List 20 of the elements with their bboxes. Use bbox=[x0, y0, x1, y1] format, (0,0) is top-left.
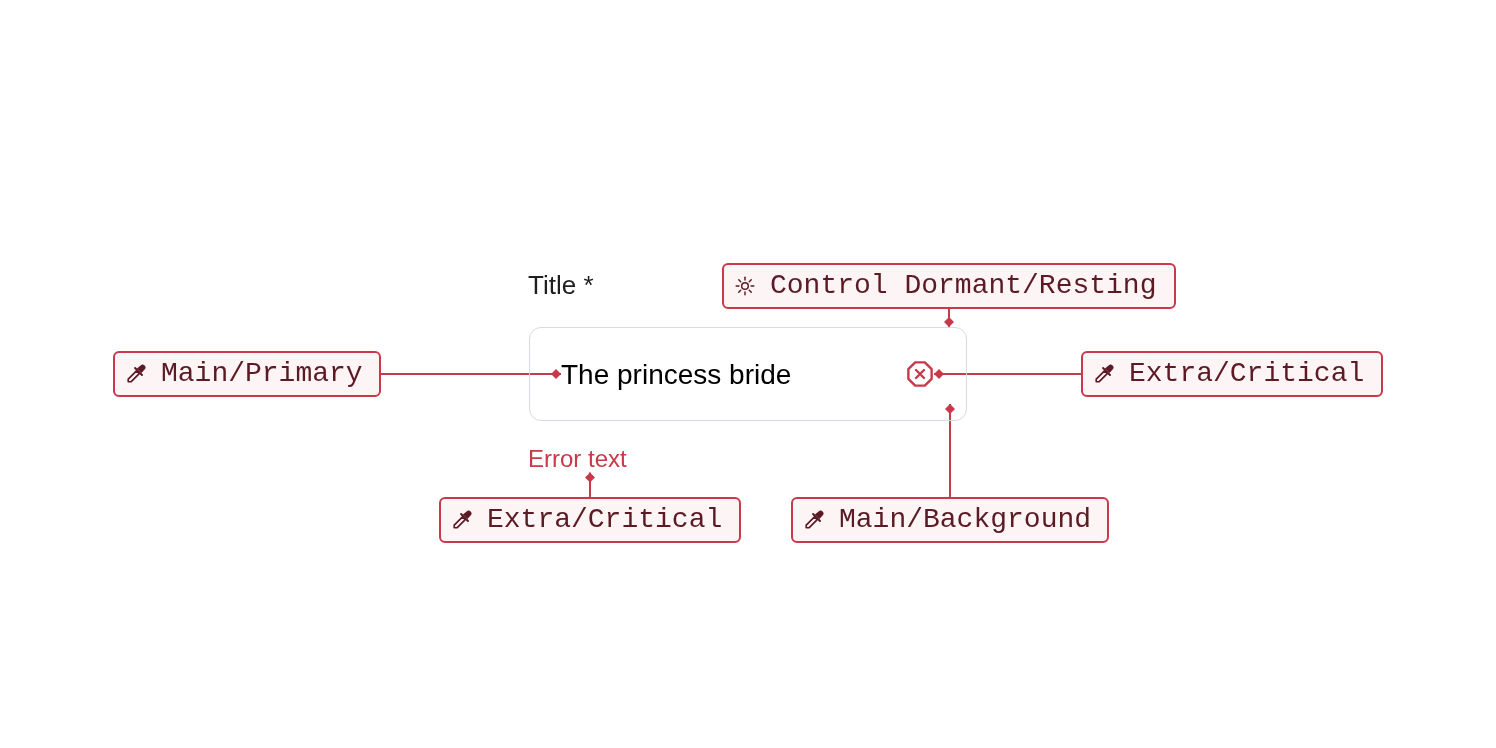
leader-line bbox=[380, 369, 562, 379]
annotation-tag bbox=[439, 497, 741, 543]
token-name: Main/Primary bbox=[161, 357, 363, 391]
error-text: Error text bbox=[528, 446, 627, 473]
field-label: Title * bbox=[528, 271, 594, 301]
annotation-tag bbox=[722, 263, 1176, 309]
annotation-tag bbox=[791, 497, 1109, 543]
token-name: Main/Background bbox=[839, 503, 1092, 537]
token-name: Extra/Critical bbox=[487, 503, 723, 537]
input-value: The princess bride bbox=[561, 358, 792, 392]
token-name: Control Dormant/Resting bbox=[770, 269, 1157, 303]
leader-line bbox=[944, 308, 954, 328]
leader-line bbox=[933, 369, 1082, 379]
token-name: Extra/Critical bbox=[1129, 357, 1365, 391]
x-octagon-icon bbox=[906, 360, 934, 388]
annotation-tag bbox=[1081, 351, 1383, 397]
input-field bbox=[529, 327, 967, 421]
leader-line bbox=[585, 471, 595, 498]
annotation-tag bbox=[113, 351, 381, 397]
leader-line bbox=[945, 403, 955, 498]
